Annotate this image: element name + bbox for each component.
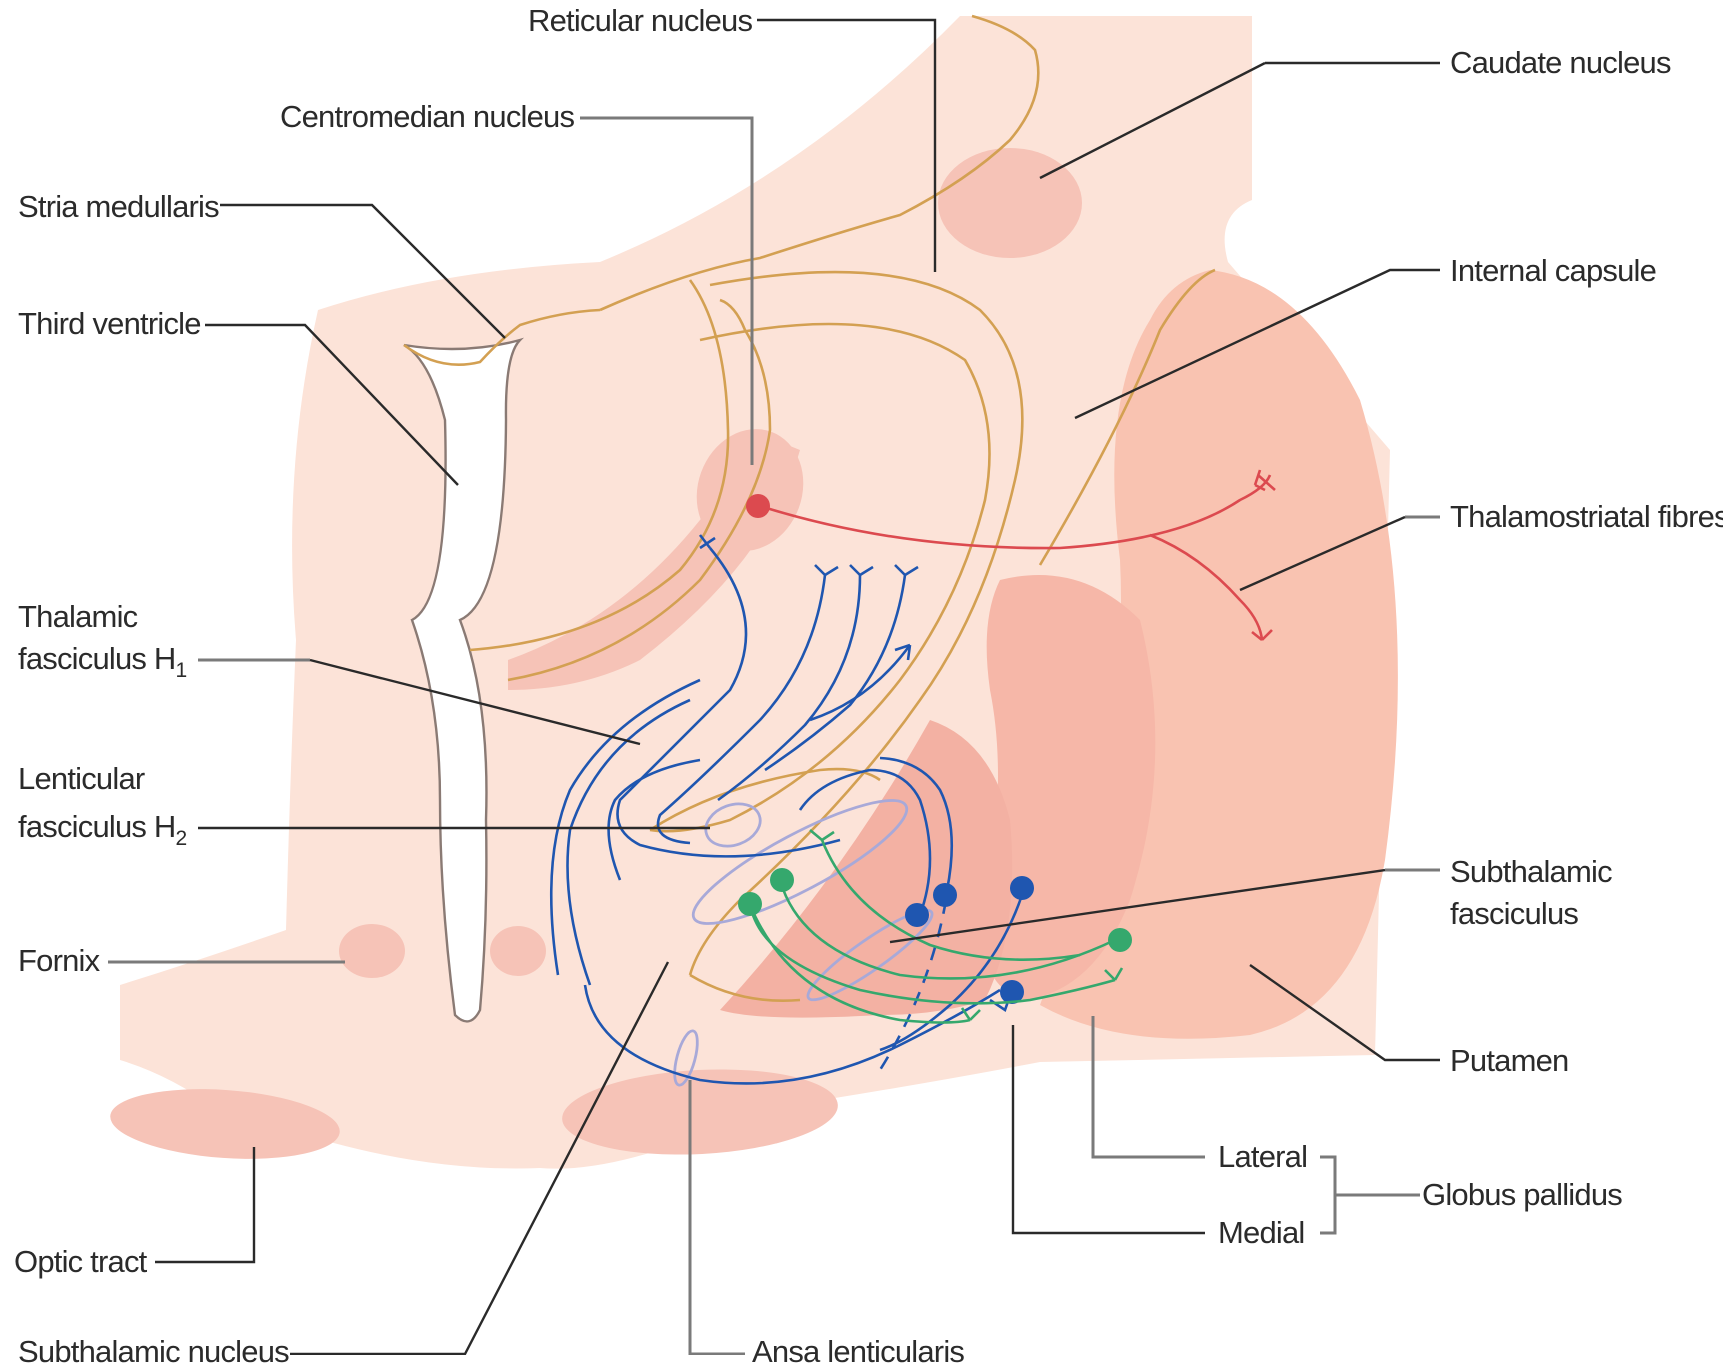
label-subthalamic-fasciculus-line2: fasciculus [1450, 895, 1578, 933]
label-globus-pallidus-medial: Medial [1218, 1214, 1305, 1252]
label-ansa-lenticularis: Ansa lenticularis [752, 1333, 964, 1371]
label-internal-capsule: Internal capsule [1450, 252, 1656, 290]
fornix-left [339, 924, 405, 978]
fornix-right [490, 926, 546, 976]
label-fornix: Fornix [18, 942, 99, 980]
label-thalamic-fasciculus-subscript: 1 [176, 659, 188, 682]
label-thalamostriatal-fibres: Thalamostriatal fibres [1450, 498, 1723, 536]
label-globus-pallidus-lateral: Lateral [1218, 1138, 1307, 1176]
label-thalamic-fasciculus-line2: fasciculus H1 [18, 640, 187, 690]
label-lenticular-fasciculus-text: fasciculus H [18, 809, 176, 844]
label-optic-tract: Optic tract [14, 1243, 146, 1281]
label-putamen: Putamen [1450, 1042, 1568, 1080]
label-lenticular-fasciculus-subscript: 2 [176, 827, 188, 850]
label-globus-pallidus: Globus pallidus [1422, 1176, 1622, 1214]
label-third-ventricle: Third ventricle [18, 305, 201, 343]
label-lenticular-fasciculus-line2: fasciculus H2 [18, 808, 187, 858]
label-centromedian-nucleus: Centromedian nucleus [280, 98, 574, 136]
label-caudate-nucleus: Caudate nucleus [1450, 44, 1671, 82]
label-thalamic-fasciculus-text: fasciculus H [18, 641, 176, 676]
label-lenticular-fasciculus-line1: Lenticular [18, 760, 144, 798]
label-thalamic-fasciculus-line1: Thalamic [18, 598, 137, 636]
label-stria-medullaris: Stria medullaris [18, 188, 219, 226]
label-reticular-nucleus: Reticular nucleus [528, 2, 752, 40]
label-subthalamic-nucleus: Subthalamic nucleus [18, 1333, 289, 1371]
caudate-nucleus [938, 148, 1082, 258]
label-subthalamic-fasciculus-line1: Subthalamic [1450, 853, 1612, 891]
